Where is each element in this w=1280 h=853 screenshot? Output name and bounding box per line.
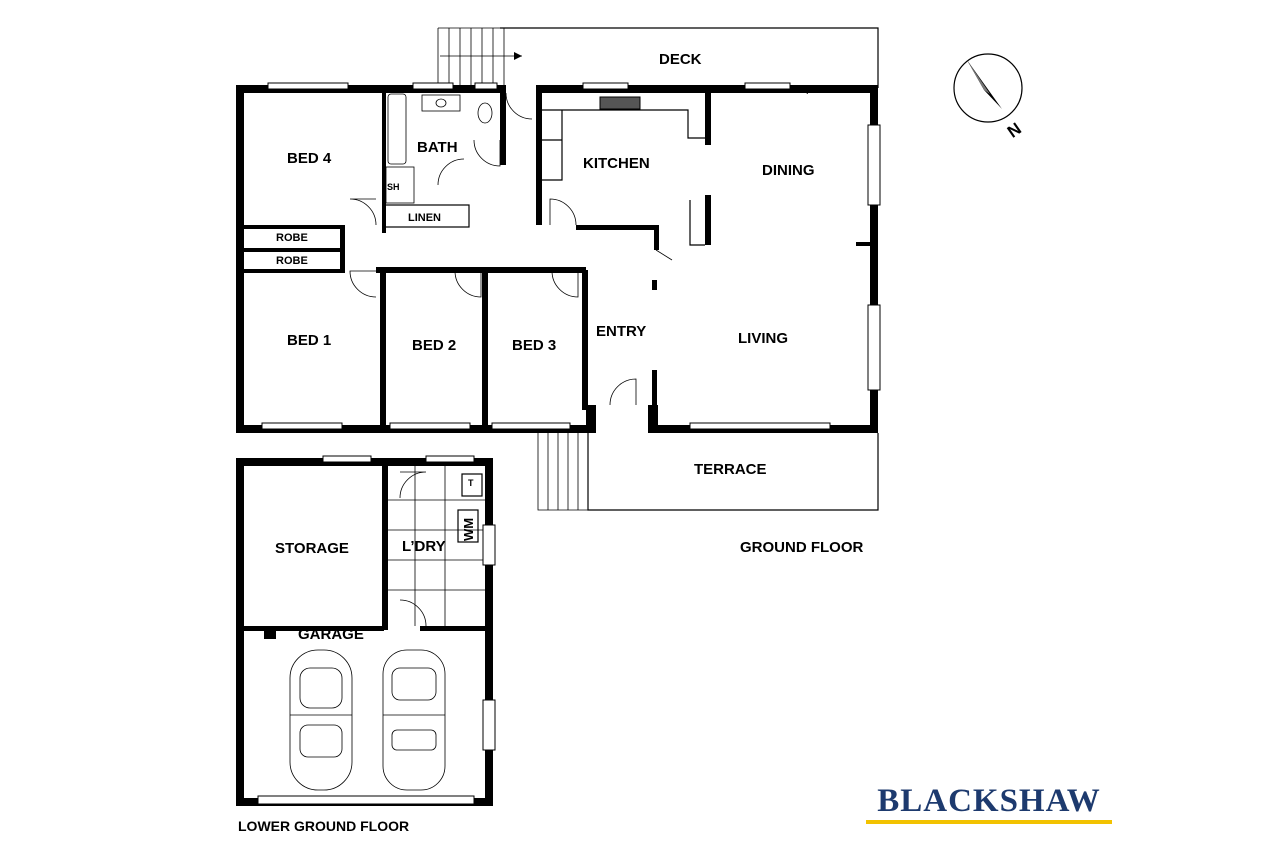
- room-labels: DECK BATH BED 4 KITCHEN DINING SH LINEN …: [238, 51, 863, 834]
- label-terrace: TERRACE: [694, 461, 767, 478]
- label-laundry: L’DRY: [402, 538, 446, 555]
- label-t: T: [468, 478, 474, 488]
- bath-fixtures: [385, 93, 493, 204]
- label-bed3: BED 3: [512, 337, 556, 354]
- label-kitchen: KITCHEN: [583, 155, 650, 172]
- ground-doors: [349, 92, 673, 406]
- label-living: LIVING: [738, 330, 788, 347]
- bathtub-icon: [387, 93, 407, 165]
- label-bed1: BED 1: [287, 332, 331, 349]
- brand-logo: BLACKSHAW: [877, 783, 1101, 819]
- deck-stairs: [437, 27, 522, 85]
- terrace-area: [537, 433, 879, 511]
- label-robe-b: ROBE: [276, 255, 308, 267]
- brand-underline: [866, 820, 1112, 824]
- kitchen-bench: [542, 96, 705, 246]
- deck-area: [437, 27, 879, 94]
- label-robe-a: ROBE: [276, 232, 308, 244]
- vanity-icon: [421, 94, 461, 112]
- compass-north-label: N: [1004, 119, 1025, 142]
- label-linen: LINEN: [408, 212, 441, 224]
- label-garage: GARAGE: [298, 626, 364, 643]
- label-ground-floor: GROUND FLOOR: [740, 539, 863, 556]
- label-bed2: BED 2: [412, 337, 456, 354]
- car-icon: [382, 649, 446, 791]
- label-wm: WM: [461, 518, 476, 541]
- label-deck: DECK: [659, 51, 702, 68]
- ground-windows: [261, 82, 881, 430]
- label-lower-ground-floor: LOWER GROUND FLOOR: [238, 818, 409, 834]
- toilet-icon: [477, 102, 493, 124]
- lower-floor-walls: [236, 458, 493, 806]
- lower-windows: [257, 455, 496, 805]
- label-bed4: BED 4: [287, 150, 332, 167]
- label-entry: ENTRY: [596, 323, 646, 340]
- label-bath: BATH: [417, 139, 458, 156]
- label-dining: DINING: [762, 162, 815, 179]
- car-icon: [289, 649, 353, 791]
- cooktop-icon: [599, 96, 641, 110]
- laundry-tiles: [388, 466, 485, 627]
- compass-icon: N: [953, 53, 1025, 142]
- ground-floor-walls: [236, 85, 878, 433]
- label-sh: SH: [387, 182, 400, 192]
- label-storage: STORAGE: [275, 540, 349, 557]
